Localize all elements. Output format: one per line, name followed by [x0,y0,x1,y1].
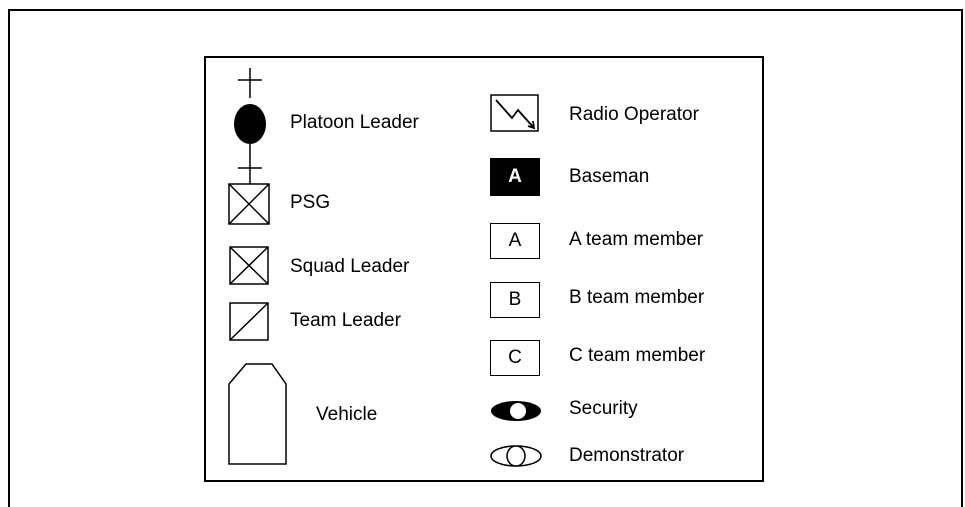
vehicle-label: Vehicle [316,404,378,425]
team-leader-label: Team Leader [290,310,401,331]
vehicle-symbol [228,363,287,465]
legend-box [204,56,764,482]
demonstrator-label: Demonstrator [569,445,685,466]
c-team-member-symbol: C [490,340,540,376]
baseman-letter: A [508,166,522,187]
b-team-member-symbol: B [490,282,540,318]
c-team-member-label: C team member [569,345,706,366]
page-frame [8,9,963,507]
baseman-label: Baseman [569,166,650,187]
b-team-member-label: B team member [569,287,705,308]
platoon-leader-label: Platoon Leader [290,112,419,133]
psg-symbol [228,144,270,225]
baseman-symbol: A [490,158,540,196]
squad-leader-label: Squad Leader [290,256,410,277]
a-team-member-letter: A [508,230,522,251]
psg-label: PSG [290,192,331,213]
security-label: Security [569,398,638,419]
b-team-member-letter: B [508,289,522,310]
a-team-member-label: A team member [569,229,704,250]
security-symbol [491,401,541,421]
platoon-leader-symbol [234,68,266,144]
demonstrator-symbol [490,445,542,467]
radio-operator-symbol [490,94,539,132]
a-team-member-symbol: A [490,223,540,259]
c-team-member-letter: C [508,347,522,368]
radio-operator-label: Radio Operator [569,104,699,125]
team-leader-symbol [229,302,269,341]
squad-leader-symbol [229,246,269,285]
